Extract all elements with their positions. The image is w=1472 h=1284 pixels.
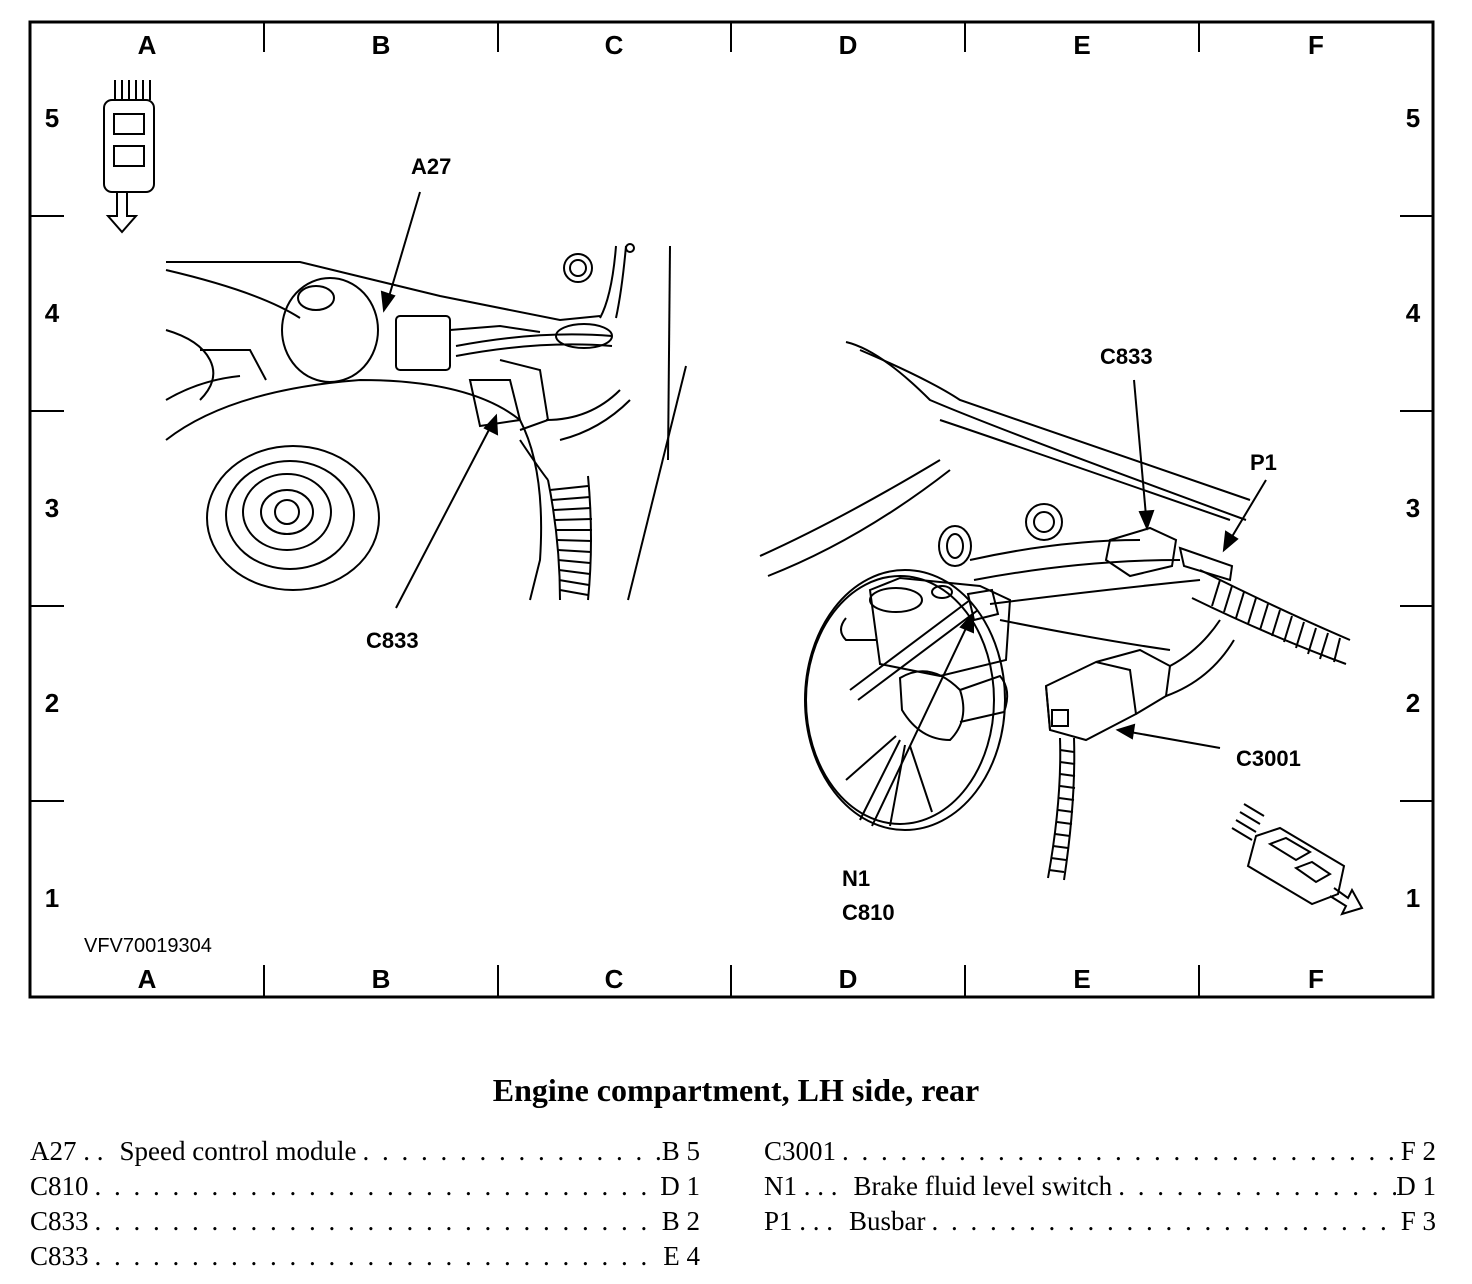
callout-n1: N1 — [842, 866, 870, 891]
col-label-bottom-a: A — [138, 964, 157, 994]
row-label-left-1: 1 — [45, 883, 59, 913]
drawing-id: VFV70019304 — [84, 935, 212, 957]
col-label-top-a: A — [138, 30, 157, 60]
col-label-bottom-e: E — [1073, 964, 1090, 994]
arrowhead-c833-right — [1138, 509, 1155, 531]
callout-a27: A27 — [411, 154, 451, 179]
row-label-right-5: 5 — [1406, 103, 1420, 133]
row-label-left-3: 3 — [45, 493, 59, 523]
right-engine-illustration — [759, 341, 1351, 881]
row-label-left-5: 5 — [45, 103, 59, 133]
legend-leader-dots — [89, 1241, 660, 1272]
leader-p1 — [1229, 479, 1267, 541]
legend-code: N1 . . . — [764, 1171, 838, 1201]
callout-leaders — [380, 191, 1267, 827]
legend-location: B 2 — [661, 1206, 700, 1236]
legend-code: A27 . . — [30, 1136, 104, 1166]
legend-leader-dots — [1112, 1171, 1396, 1202]
arrowhead-c3001 — [1115, 723, 1136, 740]
col-label-bottom-c: C — [605, 964, 624, 994]
callout-c3001: C3001 — [1236, 746, 1301, 771]
col-label-top-e: E — [1073, 30, 1090, 60]
bottom-column-ticks — [263, 965, 1200, 997]
leader-c3001 — [1129, 731, 1221, 749]
bottom-column-labels: A B C D E F — [138, 964, 1324, 994]
location-diagram: A B C D E F A B C D E F 5 4 3 2 1 5 4 3 … — [28, 20, 1435, 999]
legend-code: C3001 — [764, 1136, 837, 1166]
legend-description: Speed control module — [119, 1136, 357, 1166]
row-label-left-4: 4 — [45, 298, 60, 328]
col-label-top-b: B — [372, 30, 391, 60]
legend-leader-dots — [89, 1171, 660, 1202]
figure-caption: Engine compartment, LH side, rear — [492, 1072, 980, 1108]
legend-code: C833 — [30, 1241, 89, 1271]
legend-row: C810 D 1 — [30, 1171, 700, 1206]
row-label-right-3: 3 — [1406, 493, 1420, 523]
legend-code: C833 — [30, 1206, 89, 1236]
legend-row: C833 E 4 — [30, 1241, 700, 1276]
legend-row: C3001 F 2 — [764, 1136, 1436, 1171]
legend-row: A27 . . Speed control module B 5 — [30, 1136, 700, 1171]
legend-row: P1 . . . Busbar F 3 — [764, 1206, 1436, 1241]
legend-location: F 2 — [1400, 1136, 1436, 1166]
legend-row: C833 B 2 — [30, 1206, 700, 1241]
col-label-bottom-b: B — [372, 964, 391, 994]
callout-p1: P1 — [1250, 450, 1277, 475]
legend-description: Busbar — [849, 1206, 926, 1236]
vehicle-rear-direction-icon — [1231, 803, 1364, 916]
leader-c833-right — [1133, 379, 1147, 517]
legend-location: D 1 — [1396, 1171, 1436, 1201]
legend-right-column: C3001 F 2 N1 . . . Brake fluid level swi… — [764, 1136, 1436, 1241]
col-label-top-f: F — [1308, 30, 1324, 60]
right-row-ticks — [1400, 215, 1433, 802]
left-row-ticks — [30, 215, 64, 802]
callout-labels: A27 C833 C833 P1 C3001 N1 C810 — [366, 154, 1301, 925]
legend-description: Brake fluid level switch — [853, 1171, 1113, 1201]
col-label-bottom-f: F — [1308, 964, 1324, 994]
col-label-bottom-d: D — [839, 964, 858, 994]
legend-code: C810 — [30, 1171, 89, 1201]
callout-c833-right: C833 — [1100, 344, 1153, 369]
row-label-right-1: 1 — [1406, 883, 1420, 913]
col-label-top-c: C — [605, 30, 624, 60]
callout-c833-left: C833 — [366, 628, 419, 653]
leader-c833-left — [395, 423, 493, 609]
legend-leader-dots — [836, 1136, 1396, 1167]
left-row-labels: 5 4 3 2 1 — [45, 103, 60, 913]
legend-leader-dots — [356, 1136, 660, 1167]
top-column-labels: A B C D E F — [138, 30, 1324, 60]
arrowhead-c833-left — [483, 413, 499, 436]
legend-left-column: A27 . . Speed control module B 5 C810 D … — [30, 1136, 700, 1276]
arrowhead-a27 — [380, 290, 396, 313]
vehicle-front-direction-icon — [103, 80, 155, 234]
callout-c810: C810 — [842, 900, 895, 925]
right-row-labels: 5 4 3 2 1 — [1406, 103, 1421, 913]
arrowhead-n1-c810 — [959, 611, 974, 634]
arrowhead-p1 — [1222, 530, 1239, 553]
row-label-right-4: 4 — [1406, 298, 1421, 328]
legend-location: D 1 — [660, 1171, 700, 1201]
legend-location: B 5 — [661, 1136, 700, 1166]
legend-location: F 3 — [1400, 1206, 1436, 1236]
legend-location: E 4 — [663, 1241, 700, 1271]
row-label-right-2: 2 — [1406, 688, 1420, 718]
left-engine-illustration — [165, 243, 687, 601]
legend-row: N1 . . . Brake fluid level switch D 1 — [764, 1171, 1436, 1206]
row-label-left-2: 2 — [45, 688, 59, 718]
legend-leader-dots — [926, 1206, 1396, 1237]
diagram-frame — [28, 20, 1435, 999]
leader-n1-c810 — [871, 623, 969, 827]
leader-a27 — [387, 191, 421, 301]
legend-leader-dots — [89, 1206, 660, 1237]
legend-code: P1 . . . — [764, 1206, 834, 1236]
top-column-ticks — [263, 22, 1200, 52]
col-label-top-d: D — [839, 30, 858, 60]
